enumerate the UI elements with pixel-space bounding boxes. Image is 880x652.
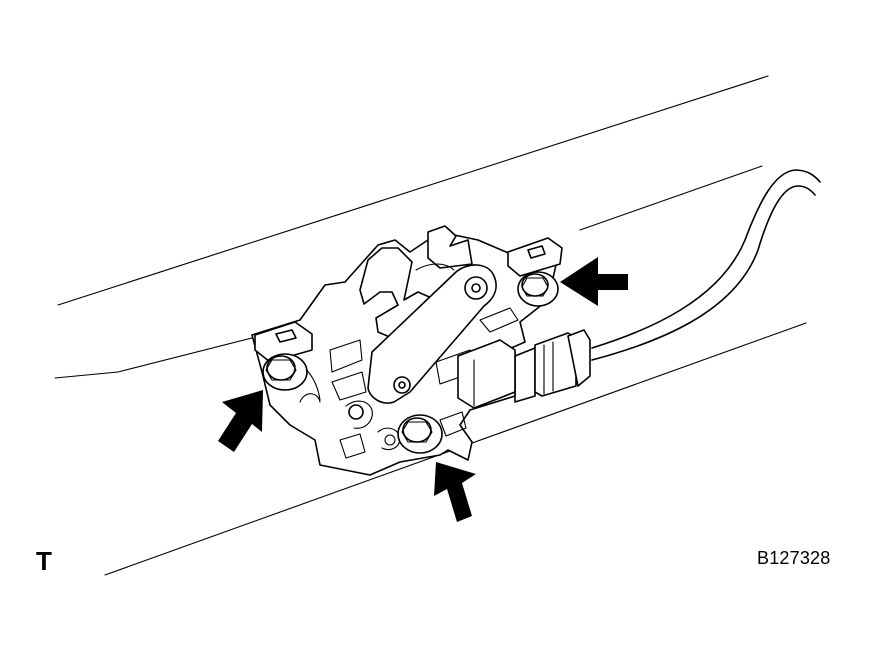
panel-edge-middle-right	[579, 165, 763, 231]
bolt-icon	[262, 353, 308, 391]
release-lever	[367, 264, 497, 404]
release-cable	[591, 169, 821, 361]
cable-connector	[514, 329, 591, 403]
left-mounting-tab	[254, 321, 313, 363]
panel-edge-middle-left	[54, 321, 316, 379]
bolt-icon	[397, 414, 443, 454]
arrow-icon	[218, 390, 263, 452]
panel-edge-top	[57, 75, 769, 306]
view-letter: T	[36, 546, 52, 576]
bolt-icon	[517, 271, 559, 307]
arrow-icon	[434, 462, 476, 522]
arrow-icon	[560, 257, 628, 306]
figure-code: B127328	[757, 548, 831, 568]
right-mounting-tab	[507, 237, 563, 277]
mechanism-details	[299, 307, 519, 459]
